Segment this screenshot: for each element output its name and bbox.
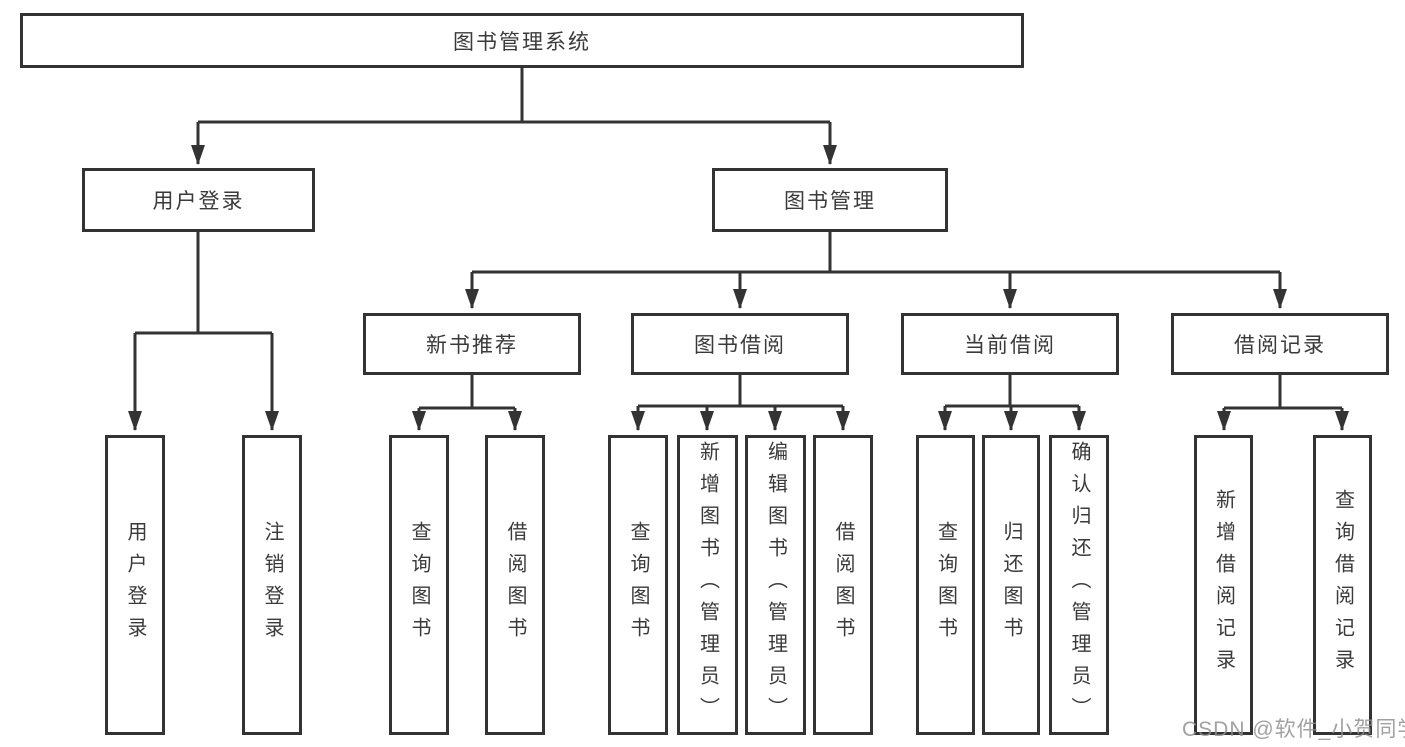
leaf-bb-add-books-admin: 新增图书（管理员）	[677, 435, 738, 735]
node-label: 用户登录	[124, 521, 146, 649]
leaf-bb-query-books: 查询图书	[608, 435, 668, 735]
node-library-management-system: 图书管理系统	[20, 13, 1024, 68]
node-label: 确认归还（管理员）	[1068, 441, 1090, 729]
node-borrowing-records: 借阅记录	[1171, 313, 1389, 375]
connector-bookborrow-trunk	[638, 375, 843, 408]
node-label: 新书推荐	[426, 334, 518, 357]
node-label: 借阅图书	[504, 521, 526, 649]
node-label: 用户登录	[152, 190, 245, 213]
leaf-bb-edit-books-admin: 编辑图书（管理员）	[745, 435, 806, 735]
node-label: 新增借阅记录	[1212, 489, 1235, 681]
node-user-login-module: 用户登录	[82, 168, 315, 232]
node-label: 查询图书	[627, 521, 649, 649]
node-label: 图书借阅	[694, 334, 786, 357]
node-label: 注销登录	[261, 521, 283, 649]
node-label: 借阅图书	[832, 521, 854, 649]
leaf-nb-borrow-books: 借阅图书	[485, 435, 545, 735]
node-label: 查询借阅记录	[1331, 489, 1354, 681]
connector-userlogin-trunk	[135, 232, 272, 335]
node-label: 查询图书	[934, 521, 957, 649]
node-current-borrowing: 当前借阅	[901, 313, 1119, 375]
leaf-user-login: 用户登录	[105, 435, 165, 735]
node-label: 当前借阅	[964, 334, 1056, 357]
node-book-borrowing: 图书借阅	[631, 313, 849, 375]
node-label: 图书管理	[784, 190, 876, 213]
connector-current-trunk	[945, 375, 1079, 408]
node-book-management: 图书管理	[712, 168, 948, 232]
node-label: 查询图书	[408, 521, 430, 649]
leaf-cb-query-books: 查询图书	[916, 435, 975, 735]
connector-records-trunk	[1224, 375, 1342, 410]
leaf-cb-return-books: 归还图书	[982, 435, 1040, 735]
leaf-cb-confirm-return-admin: 确认归还（管理员）	[1049, 435, 1109, 735]
node-label: 新增图书（管理员）	[696, 441, 719, 729]
node-label: 借阅记录	[1234, 334, 1326, 357]
leaf-logout: 注销登录	[242, 435, 302, 735]
leaf-bb-borrow-books: 借阅图书	[813, 435, 873, 735]
leaf-br-add-record: 新增借阅记录	[1194, 435, 1253, 735]
node-new-book-recommend: 新书推荐	[363, 313, 581, 375]
leaf-br-query-record: 查询借阅记录	[1313, 435, 1372, 735]
connector-root-trunk	[198, 68, 830, 124]
node-label: 图书管理系统	[453, 30, 591, 54]
csdn-watermark: CSDN @软件_小贺同学	[1182, 718, 1405, 741]
leaf-nb-query-books: 查询图书	[389, 435, 449, 735]
connector-bookmgmt-trunk	[472, 232, 1280, 274]
connector-newbook-trunk	[419, 375, 515, 410]
node-label: 归还图书	[1000, 521, 1022, 649]
node-label: 编辑图书（管理员）	[764, 441, 787, 729]
